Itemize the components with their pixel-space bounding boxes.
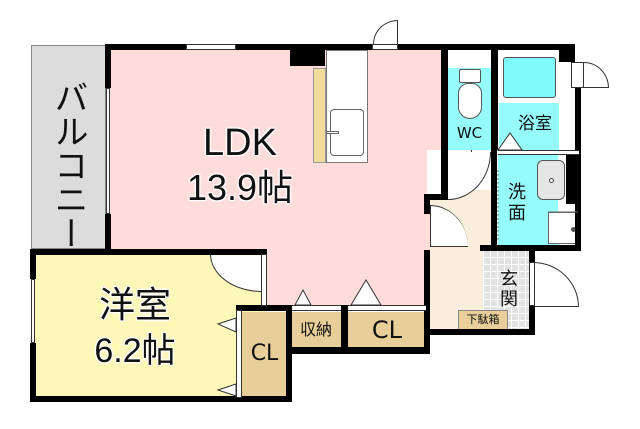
washroom-label: 洗 面 (508, 182, 526, 224)
wall-corner-block (290, 44, 325, 66)
washbasin-drain-icon (549, 178, 554, 183)
balcony-area (31, 45, 106, 249)
wall-top (105, 44, 265, 50)
ldk-label: LDK (203, 122, 277, 164)
wall-entrance-right (529, 306, 535, 334)
wall-ldk-left (105, 44, 111, 88)
wall-wc-left (443, 64, 448, 152)
window-western-left (31, 279, 35, 343)
window-top (186, 44, 236, 50)
toilet-tank-icon (459, 69, 481, 83)
wall-storage-divider (341, 305, 348, 353)
closet-western-label: CL (250, 341, 279, 366)
wall-hall-left (424, 194, 448, 200)
washer-drain-icon (571, 227, 576, 232)
top-door-gap (372, 44, 398, 50)
wall-wc-right (491, 44, 498, 150)
wall-washroom-block (566, 152, 578, 204)
shoe-box-label: 下駄箱 (466, 313, 500, 326)
ldk-size: 13.9帖 (186, 167, 294, 208)
kitchen-counter-edge (313, 68, 326, 163)
faucet-icon (326, 131, 339, 134)
wall-top (235, 44, 575, 50)
wall-ldk-left (105, 214, 111, 254)
front-door (529, 262, 535, 306)
wall-entrance-left (424, 250, 430, 354)
wall-washroom-left (491, 150, 497, 245)
entrance-label: 玄 関 (500, 269, 518, 310)
wall-storage-bottom (286, 347, 430, 354)
balcony-label: バルコニー (48, 80, 88, 250)
wall-western-left (30, 343, 36, 401)
closet-ldk-label: CL (371, 316, 403, 344)
closet-western (242, 312, 287, 397)
closet-ldk (348, 312, 426, 347)
western-label: 洋室 (98, 285, 171, 326)
bathtub-icon (503, 57, 556, 98)
wc-label: WC (456, 124, 483, 142)
wall-western-bottom (30, 396, 292, 402)
wall-closet-right (286, 305, 292, 402)
western-door-frame (261, 254, 267, 306)
wall-entrance-right (529, 245, 535, 262)
wall-hall-left (424, 194, 430, 214)
western-size: 6.2帖 (94, 332, 176, 370)
window-ldk-left (106, 88, 110, 214)
storage-label: 収納 (299, 320, 332, 339)
ldk-lower (265, 240, 425, 310)
wall-wet-mid (498, 150, 579, 155)
bathroom-label: 浴室 (518, 114, 552, 134)
wall-entrance-bottom (425, 329, 535, 335)
storage-room (291, 312, 341, 347)
bath-door (571, 62, 584, 88)
wall-western-top (30, 249, 267, 255)
toilet-bowl-icon (458, 83, 482, 119)
closet-western-door (236, 310, 242, 398)
wall-bath-right (575, 88, 581, 248)
wall-western-left (30, 249, 36, 279)
wall-bath-right (559, 44, 575, 62)
